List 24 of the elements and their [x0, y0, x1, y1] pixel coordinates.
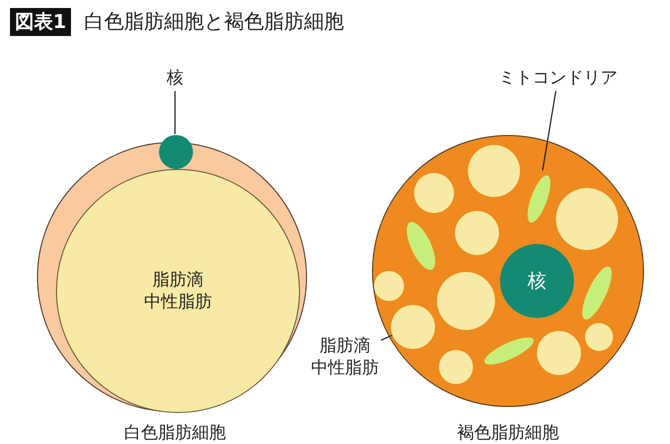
figure-number: 図表1	[10, 8, 72, 36]
leader-line	[542, 90, 556, 170]
diagram-title: 白色脂肪細胞と褐色脂肪細胞	[84, 8, 344, 34]
lipid-droplet	[537, 331, 581, 375]
node-label: 中性脂肪	[144, 291, 212, 313]
mitochondria-label: ミトコンドリア	[498, 67, 618, 89]
lipid-droplet	[468, 145, 520, 197]
lipid-droplet	[374, 271, 404, 301]
node-label: 核	[528, 270, 546, 292]
nucleus	[159, 135, 193, 169]
cell-caption: 白色脂肪細胞	[124, 422, 226, 444]
lipid-droplet	[439, 350, 473, 384]
lipid-droplet	[585, 323, 613, 351]
nucleus-label: 核	[166, 67, 184, 89]
node-label: 脂肪滴	[152, 269, 204, 291]
leader-line	[174, 91, 176, 134]
lipid-droplet-label: 中性脂肪	[311, 357, 379, 379]
leader-line	[380, 334, 392, 341]
lipid-droplet-label: 脂肪滴	[320, 335, 370, 357]
lipid-droplet	[556, 188, 618, 250]
lipid-droplet	[414, 173, 454, 213]
cell-caption: 褐色脂肪細胞	[457, 422, 559, 444]
lipid-droplet	[455, 211, 499, 255]
lipid-droplet	[391, 305, 435, 349]
